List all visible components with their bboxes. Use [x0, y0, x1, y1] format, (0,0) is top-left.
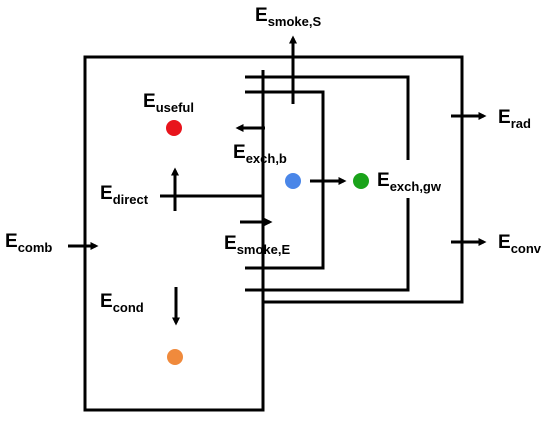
- stove-body-outline: [83, 55, 464, 412]
- label-smoke-s: Esmoke,S: [255, 5, 321, 29]
- system-boundaries: [83, 55, 464, 412]
- label-cond: Econd: [100, 291, 144, 315]
- label-direct: Edirect: [100, 183, 149, 207]
- label-rad: Erad: [498, 107, 531, 131]
- useful-node-dot: [166, 120, 182, 136]
- label-comb: Ecomb: [5, 231, 52, 255]
- label-exch-gw: Eexch,gw: [377, 170, 442, 194]
- exch-gw-node-dot: [353, 173, 369, 189]
- label-useful: Euseful: [143, 91, 194, 115]
- label-conv: Econv: [498, 232, 542, 256]
- exchange-lower-line: [245, 198, 410, 292]
- label-exch-b: Eexch,b: [233, 142, 287, 166]
- energy-nodes: [166, 120, 369, 365]
- label-smoke-e: Esmoke,E: [224, 233, 290, 257]
- flow-arrows: [68, 35, 487, 326]
- exch-b-node-dot: [285, 173, 301, 189]
- energy-labels: Esmoke,S Euseful Eexch,b Edirect Eexch,g…: [5, 5, 542, 315]
- cond-node-dot: [167, 349, 183, 365]
- exchange-upper-line: [245, 75, 410, 160]
